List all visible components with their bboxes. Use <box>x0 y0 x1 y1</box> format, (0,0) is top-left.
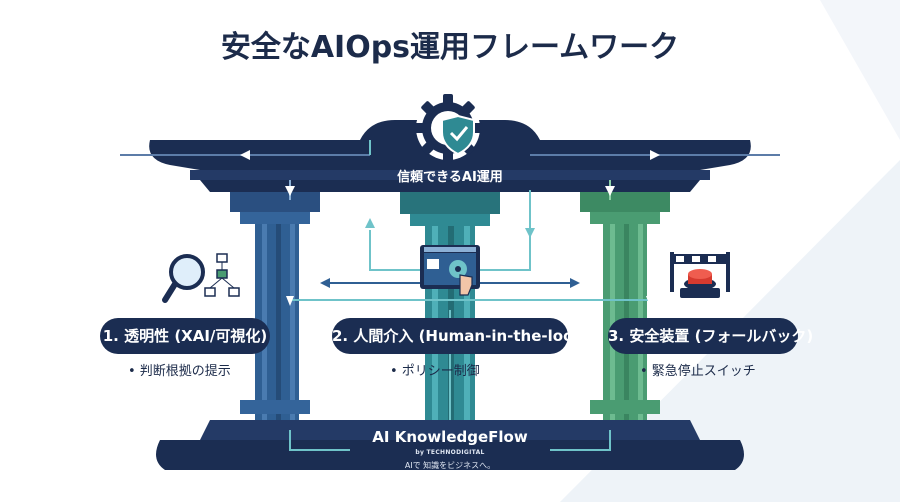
pillar-2-bullet: • ポリシー制御 <box>390 364 480 379</box>
pillar-1 <box>230 192 320 420</box>
screen-gear-hand-icon <box>420 245 480 296</box>
pillar-1-bullet: • 判断根拠の提示 <box>128 364 231 379</box>
gear-shield-check-icon <box>414 94 482 162</box>
pillar-3-label: 3. 安全装置 (フォールバック) <box>608 318 813 354</box>
footer-tagline: AIで 知識をビジネスへ。 <box>404 461 496 470</box>
hub-label: 信頼できるAI運用 <box>397 170 503 185</box>
pillar-3 <box>580 192 670 420</box>
footer-brand: AI KnowledgeFlow <box>372 428 528 446</box>
magnifier-flowchart-icon <box>162 253 240 303</box>
arrow-heads <box>240 150 660 306</box>
emergency-stop-button-icon <box>670 252 730 298</box>
pillar-2-label: 2. 人間介入 (Human-in-the-loop) <box>332 318 591 354</box>
page-title: 安全なAIOps運用フレームワーク <box>220 30 680 65</box>
base <box>156 420 744 470</box>
pillar-3-bullet: • 緊急停止スイッチ <box>640 364 756 379</box>
pillar-1-label: 1. 透明性 (XAI/可視化) <box>100 318 270 354</box>
footer-byline: by TECHNODIGITAL <box>415 449 485 456</box>
